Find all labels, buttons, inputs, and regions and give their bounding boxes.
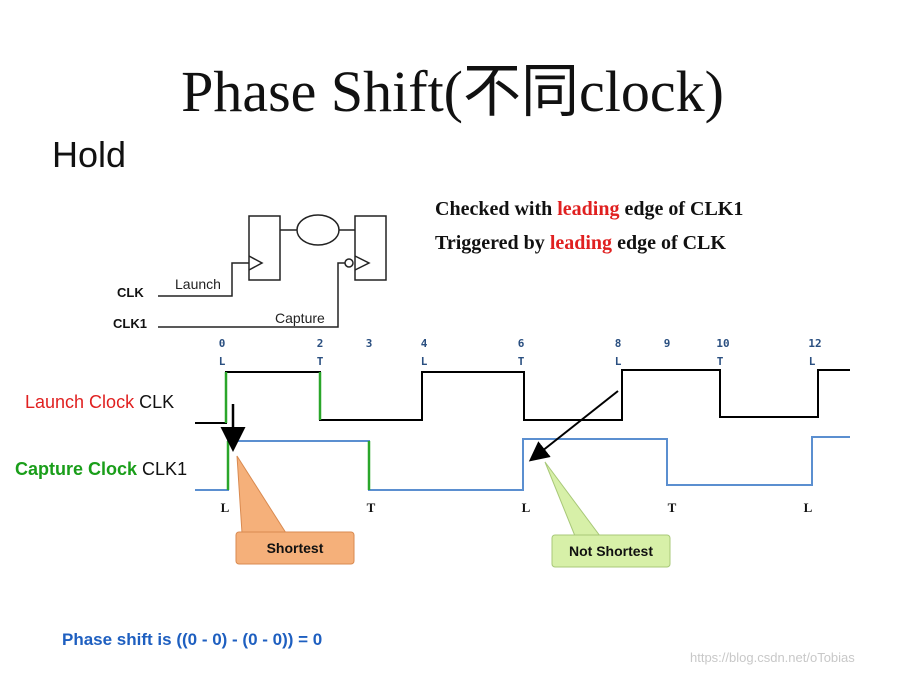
capture-wire-label: Capture <box>275 310 325 326</box>
launch-mark-0: L <box>219 355 226 368</box>
launch-flop-clock-triangle <box>248 255 264 271</box>
launch-mark-2: L <box>421 355 428 368</box>
capture-clock-label: Capture Clock CLK1 <box>15 459 187 480</box>
time-number-5: 8 <box>615 337 622 350</box>
combinational-logic <box>296 214 340 246</box>
capture-mark-0: L <box>221 500 230 515</box>
clk-wire <box>158 262 249 297</box>
note-checked-pre: Checked with <box>435 198 558 220</box>
launch-clock-id: CLK <box>139 392 175 412</box>
capture-clock-id: CLK1 <box>142 459 188 479</box>
launch-mark-6: L <box>809 355 816 368</box>
time-number-7: 10 <box>716 337 729 350</box>
note-checked-post: edge of CLK1 <box>619 198 744 220</box>
launch-mark-5: T <box>717 355 724 368</box>
capture-flop-clock-triangle <box>354 255 371 271</box>
shortest-callout-box <box>235 531 355 565</box>
shortest-callout-pointer <box>236 455 287 534</box>
note-checked-highlight: leading <box>557 198 620 220</box>
launch-clock-waveform <box>195 369 850 424</box>
capture-clock-waveform <box>195 436 850 491</box>
launch-mark-4: L <box>615 355 622 368</box>
capture-flop <box>354 215 387 281</box>
capture-clock-name: Capture Clock <box>15 459 138 479</box>
note-triggered-highlight: leading <box>549 232 613 254</box>
not-shortest-callout-pointer <box>544 461 601 537</box>
section-heading: Hold <box>52 134 127 175</box>
capture-mark-1: T <box>367 500 376 515</box>
time-number-3: 4 <box>421 337 428 350</box>
shortest-label: Shortest <box>266 540 324 556</box>
capture-mark-2: L <box>522 500 531 515</box>
circuit-schematic <box>158 214 387 328</box>
capture-flop-inverter-bubble <box>344 258 354 268</box>
time-number-4: 6 <box>518 337 525 350</box>
launch-clock-name: Launch Clock <box>25 392 135 412</box>
clk1-input-label: CLK1 <box>113 316 147 331</box>
slide-title: Phase Shift(不同clock) <box>181 59 724 124</box>
phase-shift-formula: Phase shift is ((0 - 0) - (0 - 0)) = 0 <box>62 630 323 649</box>
time-number-1: 2 <box>317 337 324 350</box>
time-number-6: 9 <box>664 337 671 350</box>
time-numbers: 0 2 3 4 6 8 9 10 12 <box>219 337 822 350</box>
launch-flop <box>248 215 281 281</box>
time-number-8: 12 <box>808 337 821 350</box>
launch-wire-label: Launch <box>175 276 221 292</box>
not-shortest-callout-box <box>551 534 671 568</box>
launch-mark-3: T <box>518 355 525 368</box>
note-triggered-post: edge of CLK <box>612 232 726 254</box>
note-checked: Checked with leading edge of CLK1 <box>435 198 743 221</box>
capture-mark-4: L <box>804 500 813 515</box>
time-number-0: 0 <box>219 337 226 350</box>
watermark: https://blog.csdn.net/oTobias <box>690 650 855 665</box>
launch-mark-1: T <box>317 355 324 368</box>
clk1-wire <box>158 262 345 328</box>
capture-mark-3: T <box>668 500 677 515</box>
not-shortest-label: Not Shortest <box>569 543 653 559</box>
note-triggered: Triggered by leading edge of CLK <box>435 232 726 255</box>
launch-clock-label: Launch Clock CLK <box>25 392 174 413</box>
time-number-2: 3 <box>366 337 373 350</box>
note-triggered-pre: Triggered by <box>435 232 550 254</box>
not-shortest-arrow <box>528 390 619 462</box>
clk-input-label: CLK <box>117 285 144 300</box>
